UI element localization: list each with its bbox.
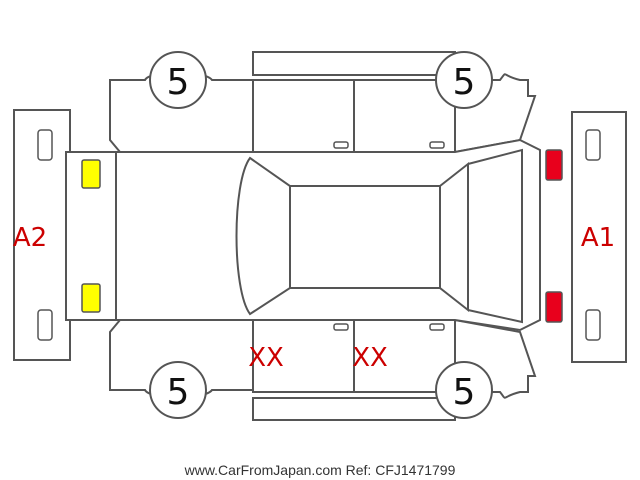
footer-reference: www.CarFromJapan.com Ref: CFJ1471799 [184,462,456,478]
front-light-top [545,149,563,181]
tire-front-left-value: 5 [453,62,476,103]
rear-light-top [81,159,101,189]
rear-light-bottom [81,283,101,313]
damage-mark-front-door: XX [352,343,388,373]
rear-bumper [13,109,71,361]
tire-rear-right: 5 [149,361,207,419]
front-bumper [571,111,627,363]
side-view-bottom [109,318,537,421]
rear-bumper-label: A2 [13,223,47,253]
tire-rear-left-value: 5 [167,62,190,103]
tire-front-right: 5 [435,361,493,419]
front-light-bottom [545,291,563,323]
tire-rear-left: 5 [149,51,207,109]
tire-rear-right-value: 5 [167,372,190,413]
front-bumper-label: A1 [581,223,615,253]
side-view-top [109,51,537,154]
car-body-top-view [65,138,541,332]
tire-front-left: 5 [435,51,493,109]
tire-front-right-value: 5 [453,372,476,413]
damage-mark-rear-door: XX [248,343,284,373]
